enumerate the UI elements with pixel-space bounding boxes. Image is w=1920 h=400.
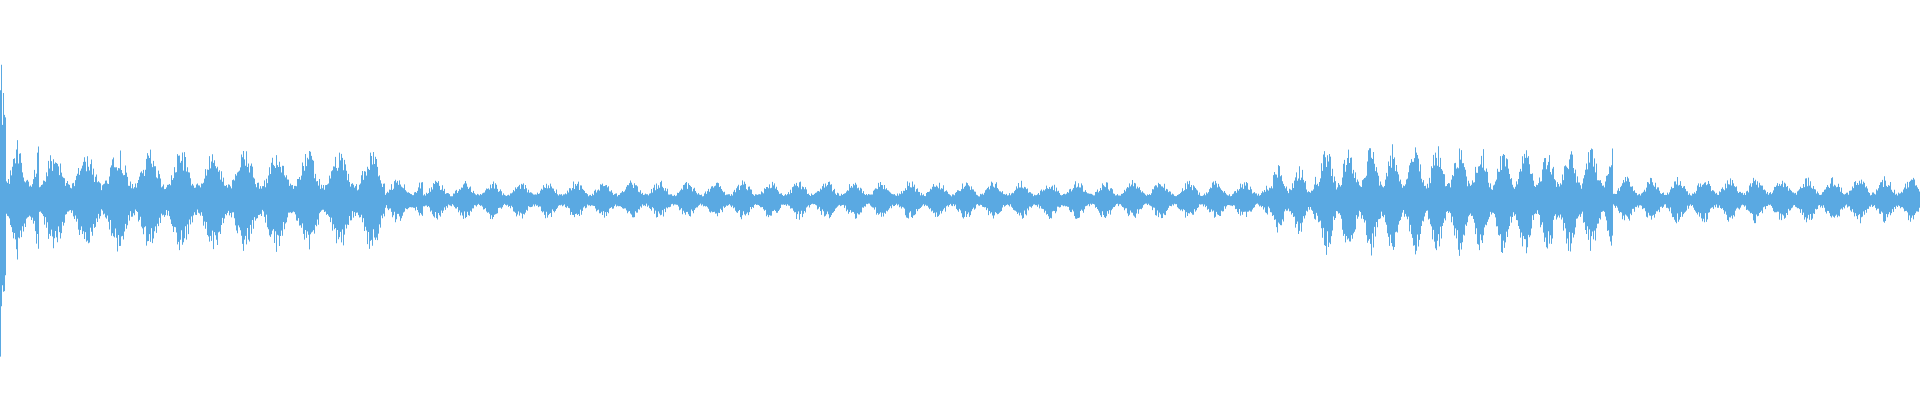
waveform-samples xyxy=(0,64,1920,357)
